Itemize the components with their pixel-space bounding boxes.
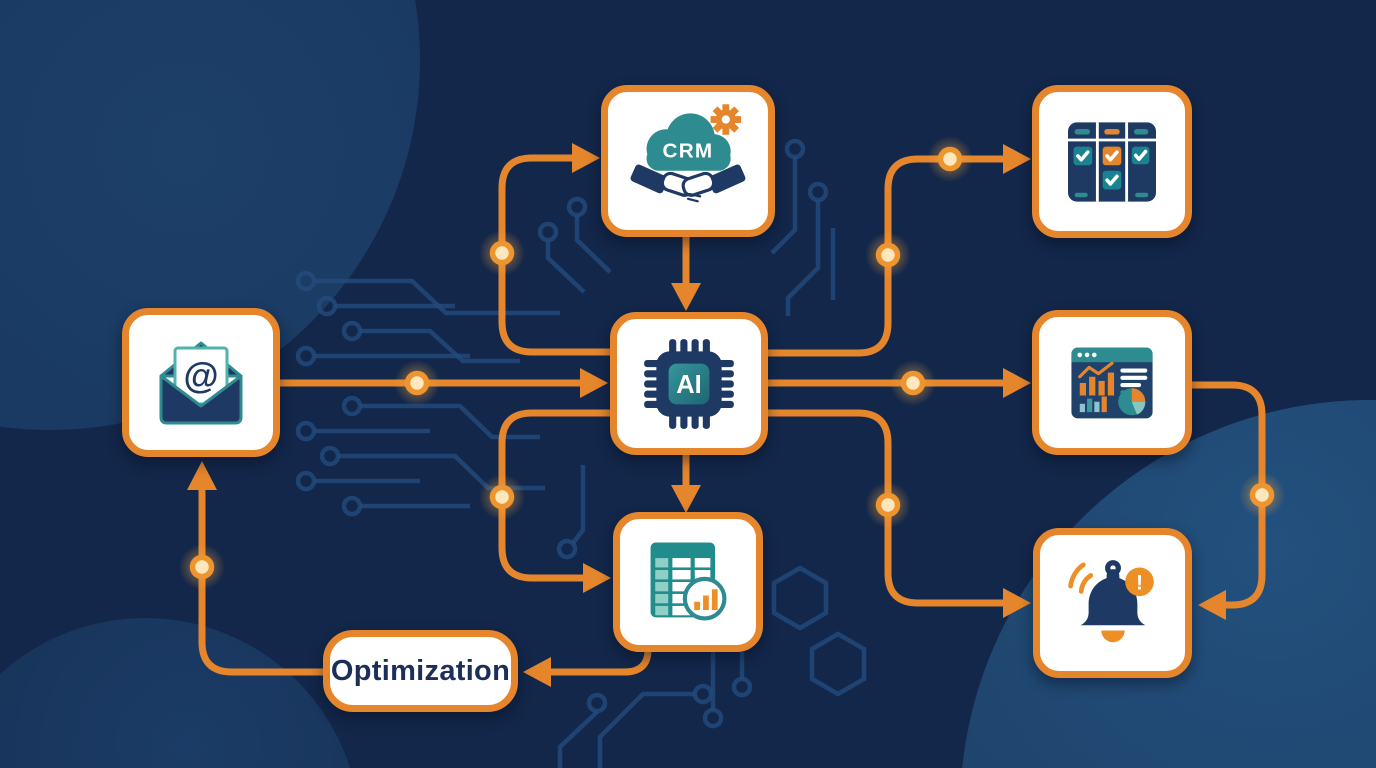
glow-dot [479,230,525,276]
analytics-dashboard-icon [1071,347,1153,418]
node-optimization: Optimization [323,630,518,712]
glow-dot [890,360,936,406]
node-spreadsheet [613,512,763,652]
notification-bell-icon: ! [1067,560,1154,643]
kanban-cards [1073,146,1150,189]
magnifier-chart [682,576,727,621]
pie-chart [1118,387,1146,415]
node-bell: ! [1033,528,1192,678]
glow-dot [865,482,911,528]
arrowhead [1003,368,1031,398]
trend-line [1078,361,1114,378]
ai-label: AI [676,371,702,399]
kanban-board-icon [1068,121,1156,202]
edge-optimization-to-email [198,490,323,676]
node-kanban [1032,85,1192,238]
arrowhead [523,657,551,687]
glow-dot [179,544,225,590]
bar-chart [1079,372,1115,395]
spreadsheet-report-icon [650,542,727,621]
edge-spreadsheet-to-optimization [551,649,652,676]
small-bar-chart [1079,396,1107,412]
bell-body [1080,569,1145,626]
glow-dot [927,136,973,182]
glow-dot [1239,472,1285,518]
arrowhead [1198,590,1226,620]
node-analytics [1032,310,1192,455]
at-symbol: @ [183,355,218,396]
node-crm: CRM [601,85,775,237]
ai-chip-icon: AI [644,338,734,429]
chip-pins [644,338,734,429]
glow-dot [394,360,440,406]
cloud-shape [646,113,731,171]
arrowhead [187,461,217,490]
crm-label: CRM [663,139,714,162]
alert-badge: ! [1124,567,1154,597]
arrowhead [1003,588,1031,618]
node-ai: AI [610,312,768,455]
handshake-icon [630,164,746,203]
arrowhead [583,563,611,593]
bell-clapper [1100,630,1125,643]
arrowhead [671,485,701,513]
gear-icon [710,104,742,135]
sound-waves [1067,562,1093,594]
glow-dot [865,232,911,278]
arrowhead [1003,144,1031,174]
crm-cloud-handshake-icon: CRM [630,104,746,203]
arrowhead [671,283,701,311]
node-email: @ [122,308,280,457]
alert-exclamation: ! [1135,572,1142,595]
email-at-icon: @ [159,341,243,424]
glow-dot [479,474,525,520]
board-grid [1068,121,1156,202]
arrowhead [572,143,600,173]
arrowhead [580,368,608,398]
optimization-label: Optimization [330,654,511,687]
